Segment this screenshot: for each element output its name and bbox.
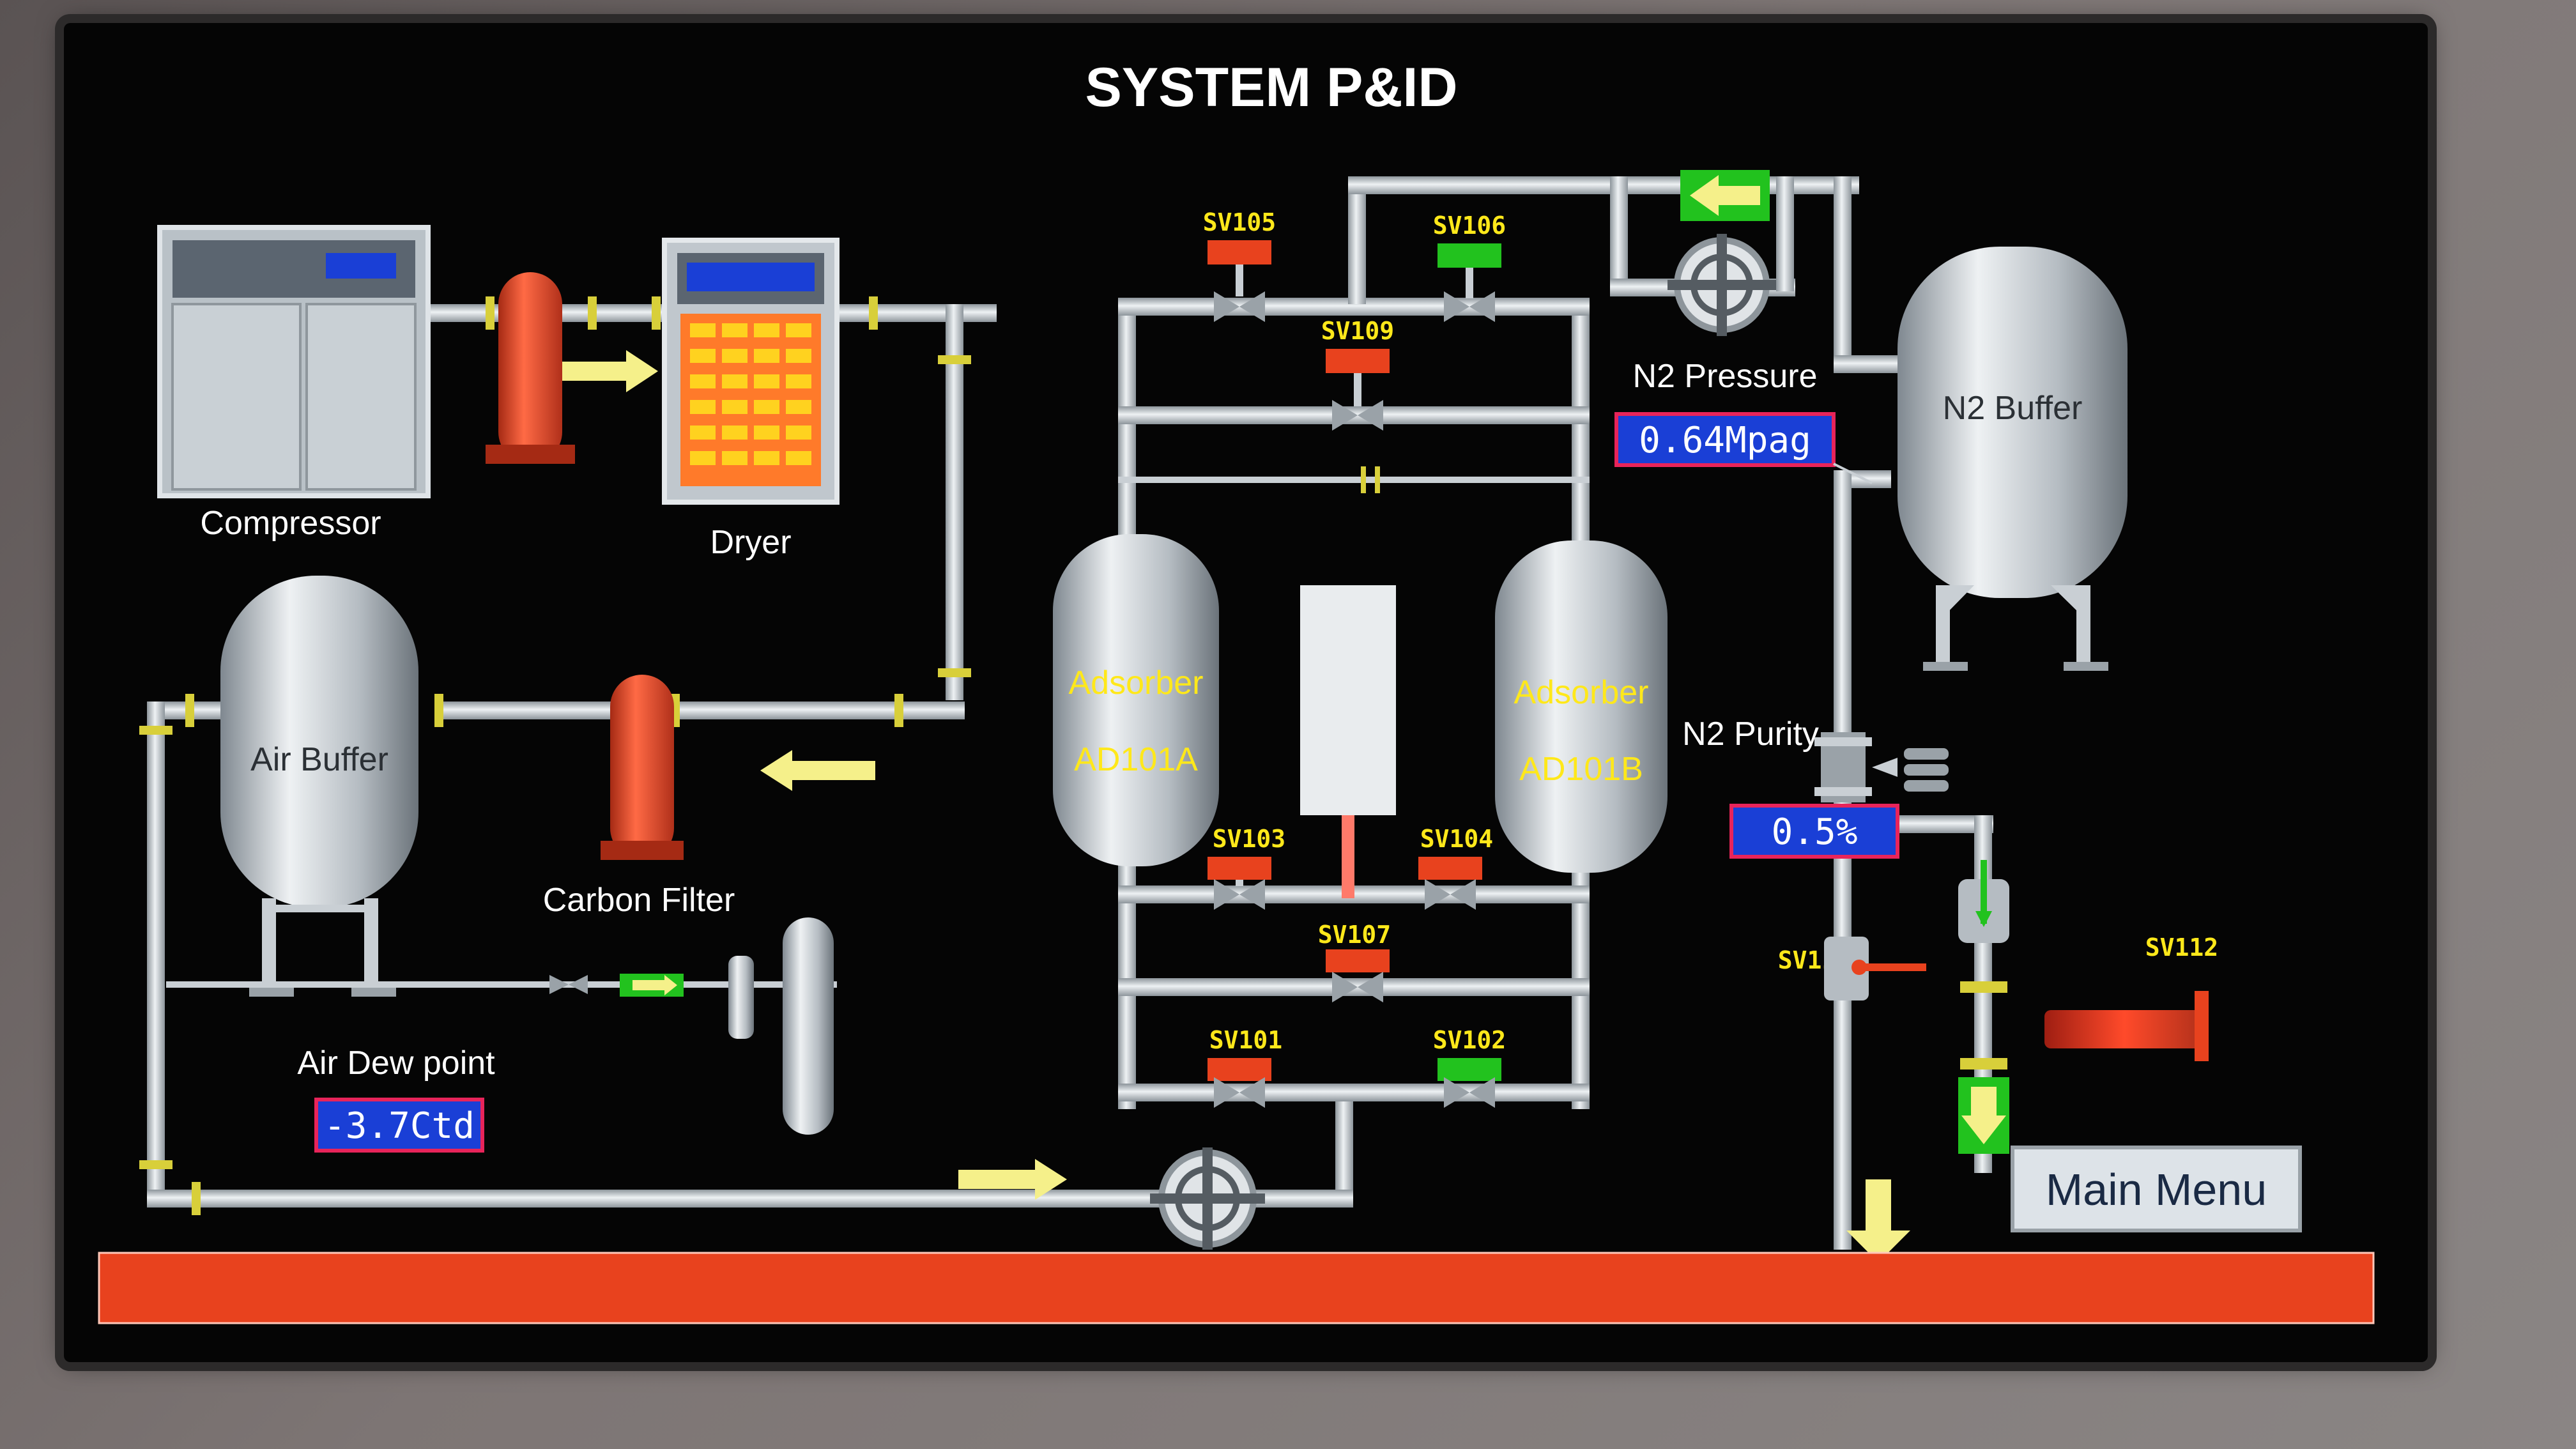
adsorber-a-label-2: AD101A	[1074, 741, 1198, 778]
orifice-icon	[1375, 466, 1380, 493]
air-buffer-label: Air Buffer	[250, 741, 388, 778]
valve-sv109[interactable]	[1326, 349, 1390, 431]
valve-sv112[interactable]	[1958, 860, 2209, 1070]
n2-pressure-display: 0.64Mpag	[1614, 412, 1836, 467]
valve-sv104[interactable]	[1418, 857, 1482, 910]
flow-arrow-icon	[1958, 1077, 2009, 1154]
carbon-filter[interactable]	[601, 675, 684, 860]
valve-sv107[interactable]	[1326, 949, 1390, 1002]
valve-sv103[interactable]	[1208, 857, 1271, 910]
inlet-valve-icon[interactable]	[1150, 1147, 1265, 1250]
sv101-label: SV101	[1209, 1026, 1282, 1054]
pid-diagram: SYSTEM P&ID	[98, 57, 2375, 1324]
compressor[interactable]	[157, 225, 431, 498]
n2-purity-label: N2 Purity	[1682, 716, 1819, 753]
air-dew-point-value: -3.7Ctd	[324, 1105, 475, 1147]
n2-pressure-value: 0.64Mpag	[1639, 420, 1811, 461]
valve-sv111[interactable]	[1824, 937, 1926, 1000]
valve-sv102[interactable]	[1438, 1058, 1501, 1108]
sv103-label: SV103	[1213, 825, 1285, 853]
pre-filter	[486, 272, 575, 464]
flow-arrow-icon	[1846, 1179, 1910, 1262]
flow-arrow-icon	[1680, 170, 1770, 221]
adsorber-ad101b[interactable]	[1495, 540, 1667, 873]
carbon-filter-label: Carbon Filter	[543, 882, 735, 919]
compressor-label: Compressor	[200, 505, 381, 542]
n2-purity-value: 0.5%	[1772, 811, 1858, 853]
main-menu-button[interactable]: Main Menu	[2011, 1146, 2302, 1232]
main-menu-label: Main Menu	[2046, 1165, 2267, 1215]
flow-arrow-icon	[562, 350, 658, 392]
silencer	[1300, 585, 1396, 898]
flow-arrow-icon	[958, 1159, 1067, 1200]
n2-control-valve-icon[interactable]	[1667, 234, 1776, 336]
adsorber-b-label-2: AD101B	[1519, 751, 1643, 788]
adsorber-b-label-1: Adsorber	[1514, 674, 1649, 711]
sv112-label: SV112	[2145, 933, 2218, 962]
air-buffer-tank[interactable]	[220, 576, 418, 997]
n2-buffer-label: N2 Buffer	[1943, 390, 2083, 427]
dryer-label: Dryer	[710, 524, 791, 561]
hmi-screen: SYSTEM P&ID	[64, 23, 2428, 1362]
adsorber-ad101a[interactable]	[1053, 534, 1219, 866]
valve-sv106[interactable]	[1438, 243, 1501, 322]
sv102-label: SV102	[1433, 1026, 1506, 1054]
n2-buffer-tank[interactable]	[1897, 247, 2128, 671]
pipe-flanges	[139, 296, 971, 1215]
sv105-label: SV105	[1203, 208, 1276, 236]
n2-purity-analyzer-icon	[1814, 732, 1949, 802]
dew-point-sensor	[549, 917, 834, 1135]
air-dew-point-display: -3.7Ctd	[314, 1098, 484, 1153]
n2-purity-display: 0.5%	[1729, 804, 1899, 859]
sv107-label: SV107	[1318, 921, 1391, 949]
sv104-label: SV104	[1420, 825, 1493, 853]
sv109-label: SV109	[1321, 317, 1394, 345]
air-dew-point-label: Air Dew point	[297, 1045, 495, 1082]
n2-pressure-label: N2 Pressure	[1633, 358, 1818, 395]
page-title: SYSTEM P&ID	[1085, 57, 1458, 118]
orifice-icon	[1361, 466, 1366, 493]
valve-sv101[interactable]	[1208, 1058, 1271, 1108]
dryer[interactable]	[662, 238, 839, 505]
valve-sv105[interactable]	[1208, 240, 1271, 322]
alarm-bar[interactable]	[98, 1252, 2375, 1324]
adsorber-a-label-1: Adsorber	[1069, 664, 1204, 702]
flow-arrow-icon	[760, 750, 875, 791]
sv106-label: SV106	[1433, 211, 1506, 240]
